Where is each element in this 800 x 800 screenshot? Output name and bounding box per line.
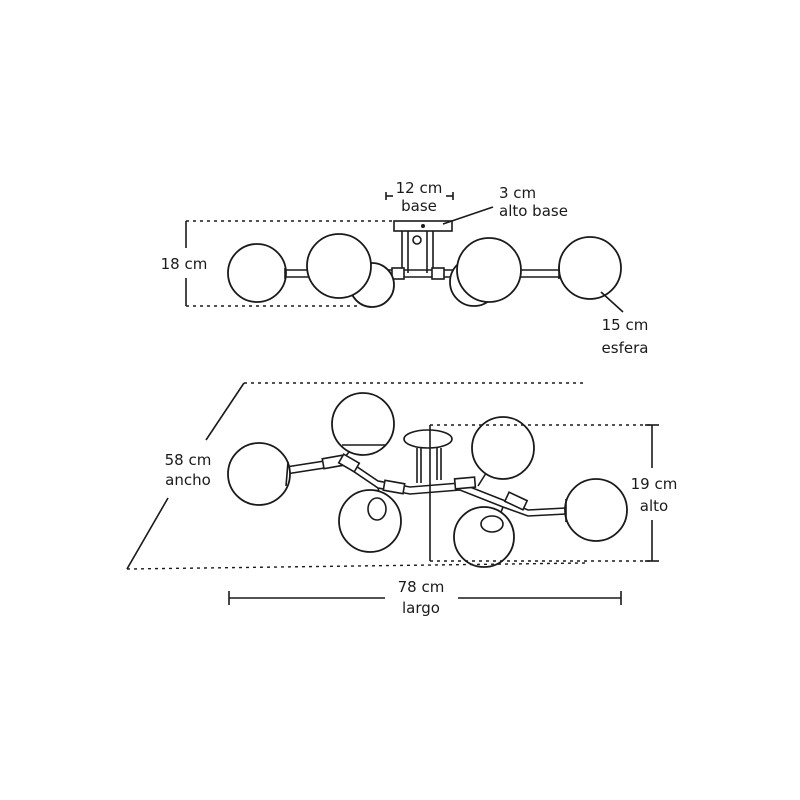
width-dimension-line-bottom (126, 497, 169, 570)
side-view-dimensions (185, 192, 624, 313)
globe-mid-left (306, 233, 372, 299)
globe-front-left (338, 489, 402, 553)
perspective-dimensions (126, 382, 659, 605)
side-view (227, 220, 622, 308)
globe-mid-right (456, 237, 522, 303)
width-value: 58 cm (165, 451, 212, 469)
globe-far-left (227, 243, 287, 303)
stem-knob (412, 235, 422, 245)
width-dimension-line-top (205, 382, 245, 441)
canopy (403, 429, 453, 449)
side-height-value: 18 cm (161, 255, 208, 273)
height-value: 19 cm (631, 475, 678, 493)
globe-top-left (331, 392, 395, 456)
globe-front-right (453, 506, 515, 568)
length-value: 78 cm (398, 578, 445, 596)
base-height-leader (442, 206, 494, 225)
width-label: ancho (165, 471, 211, 489)
globe-top-right (471, 416, 535, 480)
sphere-value: 15 cm (602, 316, 649, 334)
sphere-leader (600, 291, 624, 313)
height-label: alto (640, 497, 668, 515)
length-label: largo (402, 599, 440, 617)
globe-left (227, 442, 291, 506)
globe-right (564, 478, 628, 542)
base-width-label: base (401, 197, 437, 215)
base-width-value: 12 cm (396, 179, 443, 197)
base-height-label: alto base (499, 202, 568, 220)
sphere-label: esfera (602, 339, 649, 357)
base-height-value: 3 cm (499, 184, 536, 202)
base-screw-dot (421, 224, 425, 228)
globe-far-right (558, 236, 622, 300)
perspective-view (227, 392, 628, 568)
